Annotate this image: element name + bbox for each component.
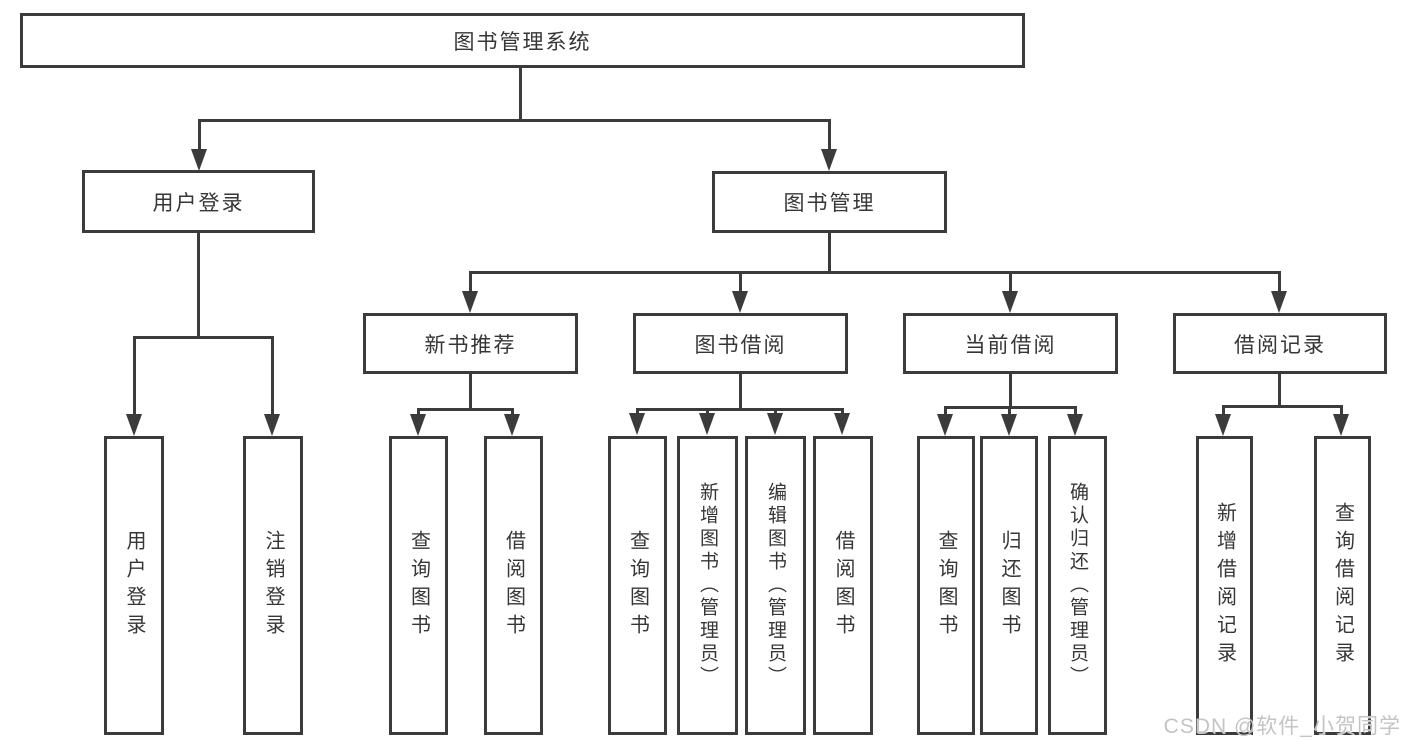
connector-line bbox=[1340, 405, 1343, 416]
connector-line bbox=[417, 408, 513, 411]
leaf-add-books-admin: 新增图书（管理员） bbox=[677, 436, 738, 735]
arrow-down-icon bbox=[1067, 414, 1083, 436]
connector-line bbox=[519, 68, 522, 120]
node-label: 确认归还（管理员） bbox=[1067, 482, 1088, 689]
node-book-borrowing: 图书借阅 bbox=[633, 313, 848, 374]
node-label: 图书管理 bbox=[783, 192, 876, 215]
arrow-down-icon bbox=[1271, 291, 1287, 313]
arrow-down-icon bbox=[1002, 291, 1018, 313]
leaf-user-login: 用户登录 bbox=[104, 436, 164, 735]
leaf-query-books-recommend: 查询图书 bbox=[389, 436, 448, 735]
node-label: 借阅图书 bbox=[502, 529, 525, 642]
connector-line bbox=[271, 336, 274, 416]
arrow-down-icon bbox=[834, 413, 850, 435]
arrow-down-icon bbox=[1333, 414, 1349, 436]
connector-line bbox=[133, 336, 136, 416]
node-borrowing-records: 借阅记录 bbox=[1173, 313, 1387, 374]
connector-line bbox=[469, 374, 472, 408]
leaf-logout-login: 注销登录 bbox=[243, 436, 303, 735]
connector-line bbox=[841, 408, 844, 416]
node-new-book-recommend: 新书推荐 bbox=[363, 313, 578, 374]
connector-line bbox=[828, 233, 831, 271]
connector-line bbox=[1278, 374, 1281, 405]
arrow-down-icon bbox=[629, 413, 645, 435]
connector-line bbox=[511, 408, 514, 418]
arrow-down-icon bbox=[264, 414, 280, 436]
node-label: 新增图书（管理员） bbox=[697, 482, 718, 689]
csdn-watermark: CSDN @软件_小贺同学 bbox=[1163, 715, 1401, 738]
node-book-management: 图书管理 bbox=[712, 171, 947, 233]
connector-line bbox=[1009, 374, 1012, 406]
node-user-login: 用户登录 bbox=[82, 170, 315, 233]
node-label: 注销登录 bbox=[262, 529, 284, 642]
connector-line bbox=[739, 271, 742, 293]
arrow-down-icon bbox=[191, 149, 207, 171]
node-current-borrowing: 当前借阅 bbox=[903, 313, 1118, 374]
leaf-add-borrow-record: 新增借阅记录 bbox=[1196, 436, 1253, 735]
arrow-down-icon bbox=[410, 414, 426, 436]
connector-line bbox=[197, 233, 200, 336]
leaf-query-borrow-record: 查询借阅记录 bbox=[1314, 436, 1371, 735]
node-label: 查询图书 bbox=[935, 529, 957, 642]
connector-line bbox=[706, 408, 709, 416]
node-label: 新增借阅记录 bbox=[1213, 501, 1236, 670]
arrow-down-icon bbox=[1215, 414, 1231, 436]
arrow-down-icon bbox=[699, 413, 715, 435]
arrow-down-icon bbox=[732, 291, 748, 313]
connector-line bbox=[469, 271, 472, 293]
leaf-query-books-current: 查询图书 bbox=[917, 436, 975, 735]
arrow-down-icon bbox=[1001, 414, 1017, 436]
connector-line bbox=[133, 336, 274, 339]
leaf-borrow-books-recommend: 借阅图书 bbox=[484, 436, 543, 735]
connector-line bbox=[636, 408, 843, 411]
connector-line bbox=[1074, 406, 1077, 416]
leaf-query-books-borrowing: 查询图书 bbox=[608, 436, 667, 735]
leaf-confirm-return-admin: 确认归还（管理员） bbox=[1048, 436, 1107, 735]
connector-line bbox=[417, 408, 420, 418]
connector-line bbox=[1222, 405, 1343, 408]
node-label: 借阅记录 bbox=[1234, 333, 1326, 357]
connector-line bbox=[1008, 406, 1011, 416]
node-label: 当前借阅 bbox=[964, 333, 1057, 357]
node-label: 归还图书 bbox=[998, 529, 1020, 642]
connector-line bbox=[198, 119, 201, 151]
node-label: 查询图书 bbox=[626, 529, 649, 642]
arrow-down-icon bbox=[937, 414, 953, 436]
node-label: 用户登录 bbox=[152, 191, 245, 215]
connector-line bbox=[198, 119, 831, 122]
connector-line bbox=[828, 119, 831, 151]
connector-line bbox=[774, 408, 777, 416]
connector-line bbox=[636, 408, 639, 416]
arrow-down-icon bbox=[821, 149, 837, 171]
arrow-down-icon bbox=[462, 291, 478, 313]
node-label: 图书借阅 bbox=[694, 333, 787, 357]
leaf-borrow-books: 借阅图书 bbox=[813, 436, 873, 735]
node-label: 图书管理系统 bbox=[453, 30, 592, 54]
connector-line bbox=[944, 406, 947, 416]
connector-line bbox=[469, 271, 1281, 274]
connector-line bbox=[1278, 271, 1281, 293]
arrow-down-icon bbox=[767, 413, 783, 435]
arrow-down-icon bbox=[126, 414, 142, 436]
node-label: 查询图书 bbox=[407, 529, 430, 642]
node-label: 借阅图书 bbox=[832, 529, 854, 642]
leaf-return-books: 归还图书 bbox=[980, 436, 1038, 735]
connector-line bbox=[1222, 405, 1225, 416]
node-label: 编辑图书（管理员） bbox=[765, 482, 786, 689]
leaf-edit-books-admin: 编辑图书（管理员） bbox=[745, 436, 806, 735]
connector-line bbox=[739, 374, 742, 408]
node-label: 用户登录 bbox=[123, 529, 145, 642]
node-label: 新书推荐 bbox=[424, 333, 517, 357]
arrow-down-icon bbox=[504, 414, 520, 436]
node-library-management-system: 图书管理系统 bbox=[20, 13, 1025, 68]
node-label: 查询借阅记录 bbox=[1331, 501, 1354, 670]
connector-line bbox=[1009, 271, 1012, 293]
